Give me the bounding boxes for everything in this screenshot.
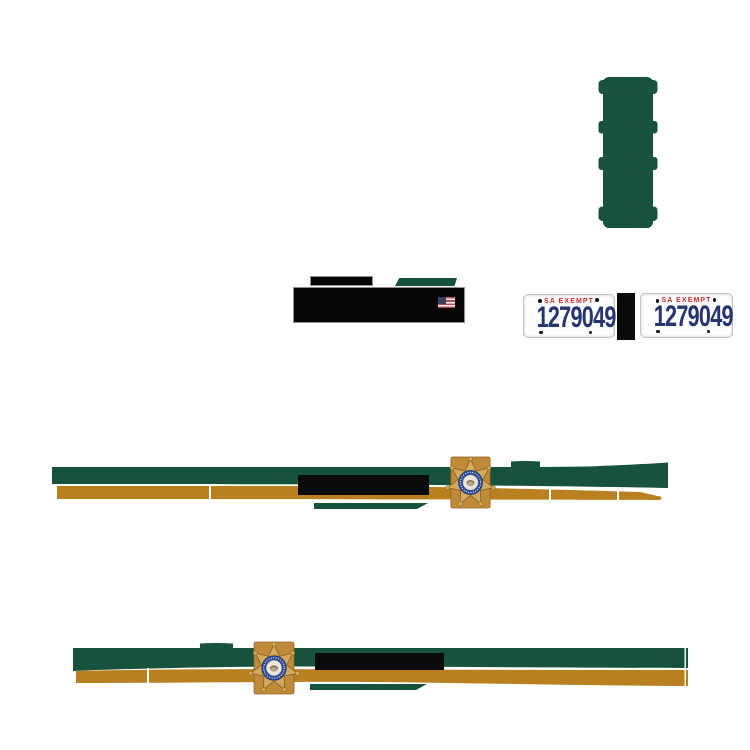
black-bumper-panel	[293, 287, 465, 323]
plate-number-text: 1279049	[653, 300, 734, 333]
stripe-black-panel-top	[298, 475, 429, 495]
badge-star-tips	[248, 641, 300, 692]
stripe-panel-gap	[147, 668, 149, 684]
plate-bolt	[712, 298, 717, 302]
license-plate-right: SA EXEMPT 1279049	[640, 293, 734, 338]
green-vertical-panel-piece	[598, 77, 658, 228]
stripe-panel-gap	[209, 485, 211, 501]
stripe-panel-gap	[617, 489, 619, 501]
stripe-panel-gap	[684, 647, 686, 687]
plate-bolt	[595, 298, 599, 302]
badge-ring-lettering	[459, 471, 482, 494]
badge-ring-lettering	[263, 657, 285, 679]
plate-bolt	[538, 299, 542, 303]
plate-header-text: SA EXEMPT	[661, 297, 712, 304]
sheriff-star-badge-icon	[248, 641, 300, 695]
badge-star-tips	[445, 456, 496, 506]
plate-header-text: SA EXEMPT	[543, 298, 595, 305]
panel-shape	[598, 77, 658, 228]
stripe-green-shape	[52, 461, 668, 488]
us-flag-icon	[438, 297, 455, 308]
stripe-green-underline	[310, 684, 427, 690]
stripe-gold-shape	[76, 669, 688, 686]
plate-number-text: 1279049	[536, 301, 617, 334]
sheriff-star-badge-icon	[445, 456, 496, 509]
flag-canton	[438, 297, 446, 304]
stripe-green-underline	[314, 503, 428, 509]
license-plate-left: SA EXEMPT 1279049	[523, 294, 617, 338]
plate-divider-block	[617, 293, 635, 340]
badge-seal-detail	[269, 665, 279, 669]
badge-seal-detail	[466, 480, 475, 484]
stripe-black-panel-bottom	[315, 653, 444, 670]
plate-bolt	[539, 330, 543, 334]
plate-bolt	[656, 329, 660, 333]
plate-bolt	[588, 330, 593, 334]
plate-bolt	[706, 329, 711, 333]
plate-bolt	[655, 299, 660, 303]
small-black-strip	[310, 276, 373, 286]
small-green-strip	[395, 278, 457, 286]
stripe-panel-gap	[549, 486, 551, 502]
